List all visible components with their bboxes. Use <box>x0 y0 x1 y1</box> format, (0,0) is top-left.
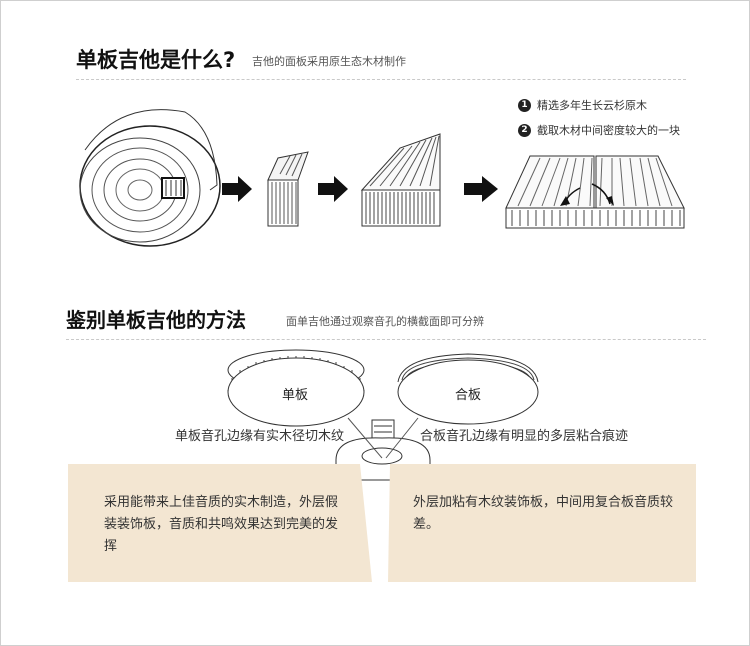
info-panels-background <box>68 464 696 582</box>
step-text: 截取木材中间密度较大的一块 <box>537 124 680 137</box>
soundhole-comparison-illustration <box>227 349 539 481</box>
plywood-label: 合板 <box>455 388 482 403</box>
wood-slice-illustration <box>360 133 441 227</box>
solid-wood-description: 采用能带来上佳音质的实木制造，外层假装装饰板，音质和共鸣效果达到完美的发挥 <box>104 495 339 554</box>
arrow-right-icon <box>222 176 252 202</box>
step-number-badge: 2 <box>518 123 531 137</box>
step-number-badge: 1 <box>518 98 531 112</box>
step-text: 精选多年生长云杉原木 <box>537 99 647 112</box>
step-1: 1 精选多年生长云杉原木 <box>518 97 647 113</box>
section1-subtitle: 吉他的面板采用原生态木材制作 <box>252 55 406 68</box>
divider <box>66 339 706 340</box>
step-2: 2 截取木材中间密度较大的一块 <box>518 122 680 138</box>
arrow-right-icon <box>318 176 348 202</box>
section2-title: 鉴别单板吉他的方法 <box>66 308 246 332</box>
wood-process-illustration <box>79 109 685 247</box>
solid-wood-label: 单板 <box>282 388 309 403</box>
plywood-description: 外层加粘有木纹装饰板，中间用复合板音质较差。 <box>413 495 674 532</box>
plywood-caption: 合板音孔边缘有明显的多层粘合痕迹 <box>420 429 629 444</box>
divider <box>76 79 686 80</box>
bookmatched-panel-illustration <box>505 155 685 229</box>
log-illustration <box>79 109 221 247</box>
wood-block-illustration <box>267 151 309 227</box>
solid-wood-caption: 单板音孔边缘有实木径切木纹 <box>175 429 345 444</box>
section2-subtitle: 面单吉他通过观察音孔的横截面即可分辨 <box>286 315 484 328</box>
section1-title: 单板吉他是什么? <box>76 48 236 72</box>
solid-wood-oval <box>227 349 383 459</box>
arrow-right-icon <box>464 176 498 202</box>
plywood-oval <box>385 353 539 459</box>
